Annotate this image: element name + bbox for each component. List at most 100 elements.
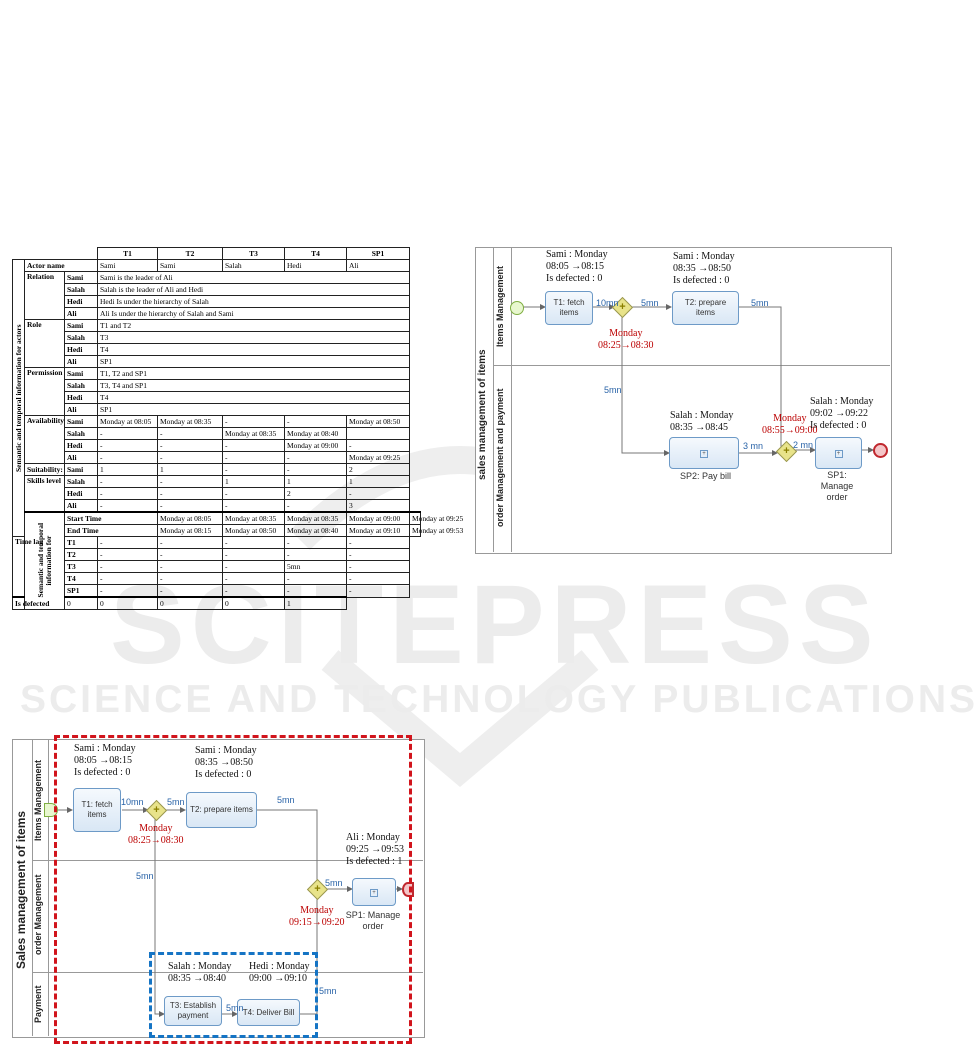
task-t2[interactable]: T2: prepare items bbox=[672, 291, 739, 325]
row-label: Availability bbox=[24, 415, 65, 464]
row-label: Skills level bbox=[24, 475, 65, 513]
cell: Monday at 08:05 bbox=[157, 511, 223, 525]
task: T4 bbox=[64, 572, 98, 585]
actor: Ali bbox=[64, 355, 98, 368]
task: T3 bbox=[64, 560, 98, 573]
cell: 1 bbox=[222, 475, 285, 488]
cell: - bbox=[97, 427, 158, 440]
time-lag: 5mn bbox=[277, 795, 295, 805]
cell: - bbox=[284, 463, 347, 476]
task-label: SP1: Manage order bbox=[345, 910, 401, 931]
actor: Sami bbox=[64, 463, 98, 476]
subprocess-sp1[interactable]: + bbox=[352, 878, 396, 906]
group-tasks-label: Semantic and temporal information for bbox=[24, 512, 65, 610]
cell: - bbox=[346, 439, 410, 452]
cell: 1 bbox=[346, 475, 410, 488]
task-label: SP2: Pay bill bbox=[680, 471, 732, 481]
actor: Hedi bbox=[64, 487, 98, 500]
page: SCITEPRESS SCIENCE AND TECHNOLOGY PUBLIC… bbox=[12, 247, 975, 1044]
actor: Ali bbox=[64, 451, 98, 464]
cell: - bbox=[222, 487, 285, 500]
task: T1 bbox=[64, 536, 98, 549]
semantic-temporal-table: T1 T2 T3 T4 SP1 Semantic and temporal in… bbox=[12, 247, 463, 610]
cell: Monday at 08:35 bbox=[284, 511, 347, 525]
cell: Monday at 09:00 bbox=[284, 439, 347, 452]
cell: - bbox=[346, 572, 410, 585]
cell: Monday at 09:00 bbox=[346, 511, 410, 525]
cell: - bbox=[346, 548, 410, 561]
cell: - bbox=[222, 415, 285, 428]
time-lag: 10mn bbox=[596, 298, 619, 308]
task-t3[interactable]: T3: Establish payment bbox=[164, 996, 222, 1026]
actor: Hedi bbox=[64, 295, 98, 308]
time-lag: 5mn bbox=[325, 878, 343, 888]
task-t1[interactable]: T1: fetch items bbox=[545, 291, 593, 325]
subprocess-sp2[interactable]: + bbox=[669, 437, 739, 469]
cell: Monday at 08:35 bbox=[222, 511, 285, 525]
cell: Monday at 08:40 bbox=[284, 524, 347, 537]
cell: 0 bbox=[222, 596, 285, 610]
subprocess-sp1[interactable]: + bbox=[815, 437, 862, 469]
cell: - bbox=[222, 463, 285, 476]
actor: Sami bbox=[64, 271, 98, 284]
cell: Monday at 08:35 bbox=[157, 415, 223, 428]
start-event-icon bbox=[510, 301, 524, 315]
actor: Hedi bbox=[64, 391, 98, 404]
actor: Salah bbox=[64, 427, 98, 440]
cell: - bbox=[157, 499, 223, 513]
cell: 1 bbox=[284, 475, 347, 488]
time-lag: 2 mn bbox=[793, 440, 814, 450]
actor: Salah bbox=[64, 379, 98, 392]
cell: - bbox=[222, 439, 285, 452]
cell: - bbox=[157, 451, 223, 464]
task-t2[interactable]: T2: prepare items bbox=[186, 792, 257, 828]
task-t4[interactable]: T4: Deliver Bill bbox=[237, 999, 300, 1026]
cell: - bbox=[157, 536, 223, 549]
cell: 1 bbox=[284, 596, 347, 610]
cell: - bbox=[97, 572, 158, 585]
actor: Ali bbox=[64, 403, 98, 416]
end-event-icon bbox=[873, 443, 888, 458]
cell: - bbox=[346, 584, 410, 598]
actor: Ali bbox=[64, 499, 98, 513]
task-label: SP1: Manage order bbox=[820, 470, 854, 502]
cell: - bbox=[97, 560, 158, 573]
cell: - bbox=[284, 572, 347, 585]
cell: 2 bbox=[284, 487, 347, 500]
cell: - bbox=[97, 548, 158, 561]
col-header: T3 bbox=[222, 247, 285, 260]
cell: Sami bbox=[157, 259, 223, 272]
cell: SP1 bbox=[97, 355, 410, 368]
cell: - bbox=[97, 439, 158, 452]
cell: Sami is the leader of Ali bbox=[97, 271, 410, 284]
cell: Monday at 08:50 bbox=[222, 524, 285, 537]
cell: Monday at 09:53 bbox=[409, 524, 463, 537]
task: SP1 bbox=[64, 584, 98, 598]
cell: - bbox=[157, 487, 223, 500]
task-t1[interactable]: T1: fetch items bbox=[73, 788, 121, 832]
cell: - bbox=[157, 572, 223, 585]
cell: - bbox=[222, 572, 285, 585]
cell: Monday at 09:25 bbox=[346, 451, 410, 464]
time-lag: 5mn bbox=[319, 986, 337, 996]
cell: Hedi Is under the hierarchy of Salah bbox=[97, 295, 410, 308]
cell: T4 bbox=[97, 343, 410, 356]
cell: - bbox=[284, 584, 347, 598]
cell: - bbox=[222, 560, 285, 573]
cell: - bbox=[284, 548, 347, 561]
cell: Monday at 08:40 bbox=[284, 427, 347, 440]
cell: - bbox=[157, 475, 223, 488]
time-lag: 5mn bbox=[167, 797, 185, 807]
time-lag: 3 mn bbox=[743, 441, 764, 451]
cell: T3, T4 and SP1 bbox=[97, 379, 410, 392]
